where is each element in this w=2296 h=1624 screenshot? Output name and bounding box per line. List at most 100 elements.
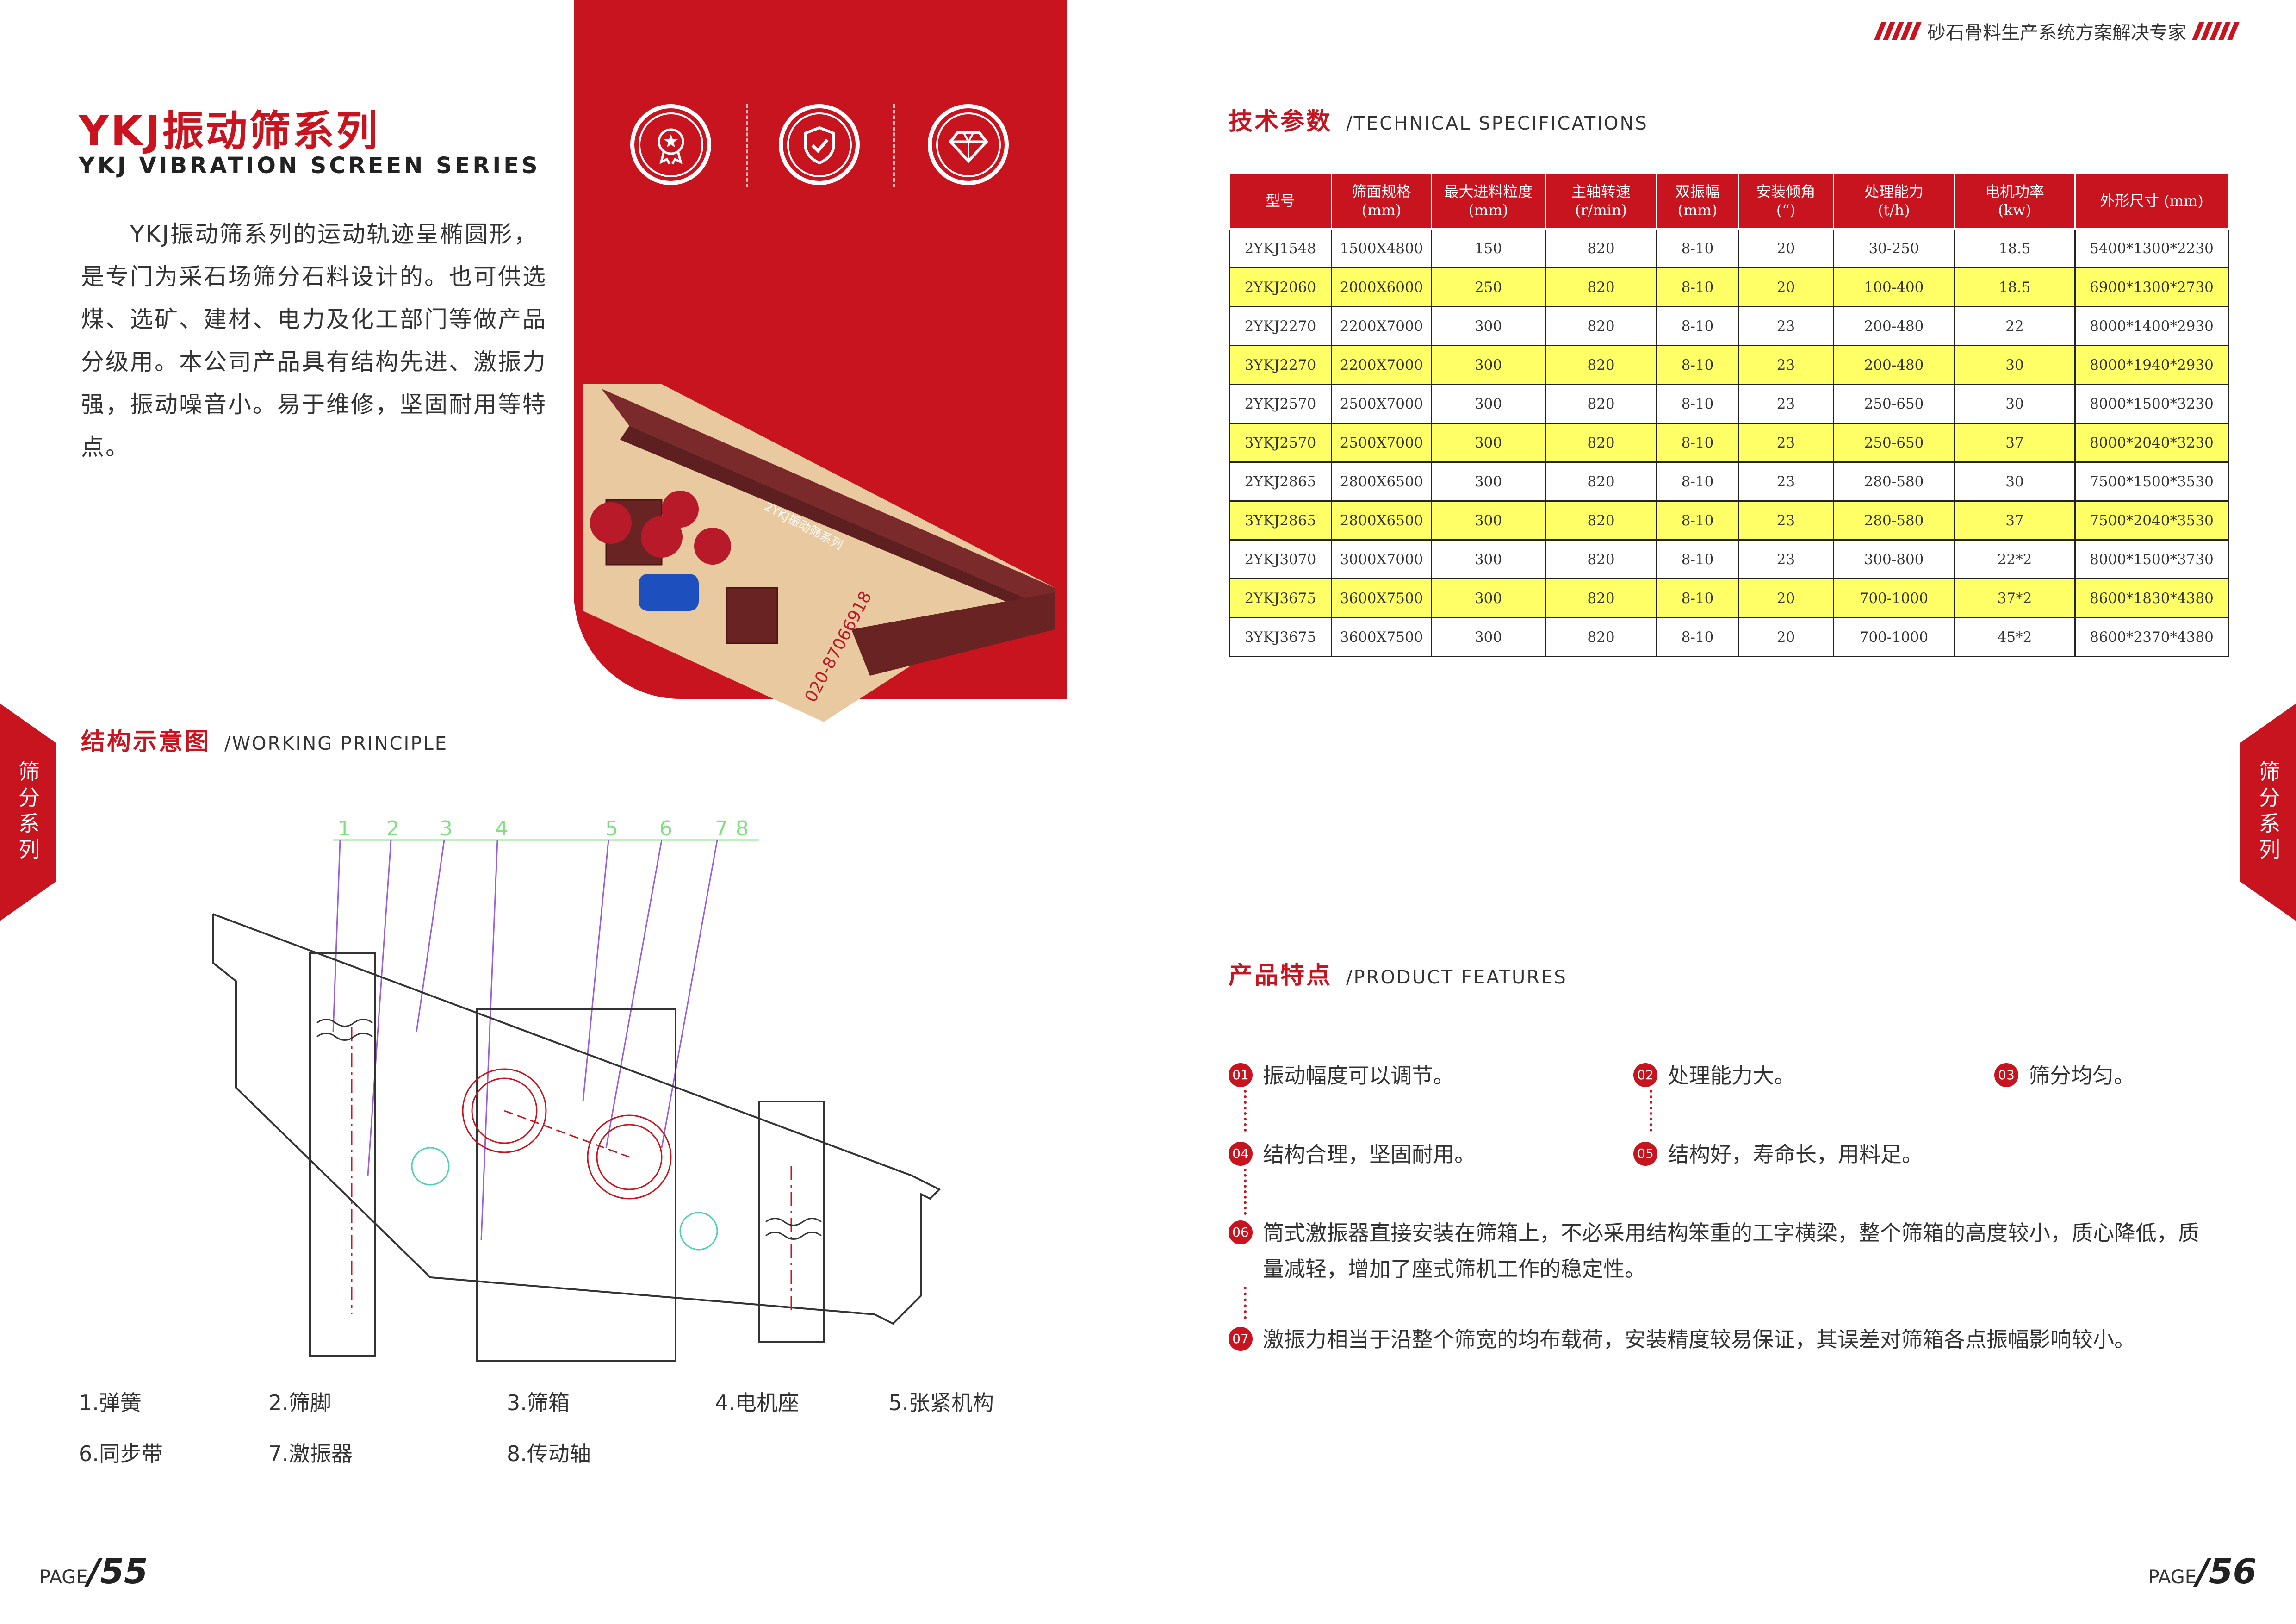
medal-icon: [630, 104, 711, 185]
header-cell: 外形尺寸 (mm): [2074, 172, 2229, 230]
table-cell: 3000X7000: [1331, 539, 1432, 579]
legend-item-5: 5.张紧机构: [888, 1390, 994, 1415]
side-tab-right: 筛分系列: [2240, 703, 2296, 921]
diagram-label-1: 1: [338, 817, 351, 840]
legend-item-1: 1.弹簧: [79, 1390, 142, 1415]
working-principle-heading: 结构示意图 /WORKING PRINCIPLE: [81, 728, 448, 756]
header-cell: 安装倾角(“): [1738, 172, 1834, 230]
diamond-icon: [928, 104, 1009, 185]
table-cell: 200-480: [1833, 345, 1955, 385]
icon-divider: [893, 104, 895, 187]
stripe-decoration: [2191, 22, 2240, 40]
table-cell: 300-800: [1833, 539, 1955, 579]
table-cell: 2800X6500: [1331, 500, 1432, 541]
table-cell: 820: [1545, 345, 1657, 385]
table-cell: 8-10: [1656, 539, 1739, 579]
legend-item-6: 6.同步带: [79, 1441, 163, 1466]
table-cell: 280-580: [1833, 461, 1955, 502]
header-cell: 型号: [1229, 172, 1332, 230]
table-cell: 30-250: [1833, 228, 1955, 268]
header-cell: 最大进料粒度(mm): [1431, 172, 1546, 230]
table-cell: 820: [1545, 578, 1657, 618]
header-cell: 电机功率(kw): [1954, 172, 2076, 230]
table-cell: 45*2: [1954, 617, 2076, 657]
table-cell: 8-10: [1656, 461, 1739, 502]
table-cell: 8-10: [1656, 306, 1739, 346]
table-cell: 8000*1500*3230: [2074, 384, 2229, 424]
table-cell: 8-10: [1656, 578, 1739, 618]
side-tab-left: 筛分系列: [0, 703, 56, 921]
diagram-label-2: 2: [386, 817, 399, 840]
table-cell: 700-1000: [1833, 617, 1955, 657]
table-cell: 280-580: [1833, 500, 1955, 541]
table-cell: 23: [1738, 384, 1834, 424]
header-cell: 主轴转速(r/min): [1545, 172, 1657, 230]
features-heading: 产品特点 /PRODUCT FEATURES: [1229, 962, 1567, 989]
table-cell: 300: [1431, 384, 1546, 424]
table-cell: 2YKJ1548: [1229, 228, 1332, 268]
table-cell: 820: [1545, 306, 1657, 346]
table-cell: 20: [1738, 228, 1834, 268]
header-cell: 筛面规格(mm): [1331, 172, 1432, 230]
icon-divider: [746, 104, 748, 187]
table-cell: 100-400: [1833, 267, 1955, 307]
table-cell: 2YKJ2865: [1229, 461, 1332, 502]
legend-item-8: 8.传动轴: [507, 1441, 591, 1466]
table-cell: 3YKJ2865: [1229, 500, 1332, 541]
table-cell: 30: [1954, 384, 2076, 424]
diagram-label-5: 5: [605, 817, 618, 840]
slogan: 砂石骨料生产系统方案解决专家: [1874, 18, 2240, 44]
table-cell: 820: [1545, 267, 1657, 307]
table-cell: 2000X6000: [1331, 267, 1432, 307]
table-cell: 23: [1738, 461, 1834, 502]
table-cell: 37: [1954, 500, 2076, 541]
page-subtitle: YKJ VIBRATION SCREEN SERIES: [79, 153, 540, 179]
table-cell: 2500X7000: [1331, 384, 1432, 424]
table-cell: 300: [1431, 345, 1546, 385]
table-cell: 8000*2040*3230: [2074, 423, 2229, 463]
slogan-text: 砂石骨料生产系统方案解决专家: [1927, 22, 2186, 44]
table-cell: 8-10: [1656, 345, 1739, 385]
diagram-label-4: 4: [495, 817, 508, 840]
intro-paragraph: YKJ振动筛系列的运动轨迹呈椭圆形，是专门为采石场筛分石料设计的。也可供选煤、选…: [81, 221, 547, 460]
table-cell: 20: [1738, 267, 1834, 307]
table-cell: 8000*1400*2930: [2074, 306, 2229, 346]
table-cell: 820: [1545, 384, 1657, 424]
table-cell: 1500X4800: [1331, 228, 1432, 268]
legend-item-2: 2.筛脚: [268, 1390, 331, 1415]
vibration-screen-machine-image: 020-87066918 2YKJ振动筛系列: [583, 384, 1055, 722]
diagram-label-6: 6: [659, 817, 672, 840]
spec-table: 型号 筛面规格(mm) 最大进料粒度(mm) 主轴转速(r/min) 双振幅(m…: [1229, 172, 2229, 657]
table-cell: 5400*1300*2230: [2074, 228, 2229, 268]
header-cell: 双振幅(mm): [1656, 172, 1739, 230]
legend-item-3: 3.筛箱: [507, 1390, 570, 1415]
table-cell: 8000*1940*2930: [2074, 345, 2229, 385]
table-cell: 2YKJ2060: [1229, 267, 1332, 307]
table-cell: 820: [1545, 617, 1657, 657]
table-cell: 20: [1738, 617, 1834, 657]
table-cell: 22*2: [1954, 539, 2076, 579]
spec-table-header: 型号 筛面规格(mm) 最大进料粒度(mm) 主轴转速(r/min) 双振幅(m…: [1229, 172, 2229, 230]
table-cell: 23: [1738, 345, 1834, 385]
table-cell: 3600X7500: [1331, 578, 1432, 618]
table-cell: 2200X7000: [1331, 306, 1432, 346]
table-cell: 23: [1738, 539, 1834, 579]
table-cell: 300: [1431, 306, 1546, 346]
table-cell: 820: [1545, 539, 1657, 579]
table-cell: 2YKJ3070: [1229, 539, 1332, 579]
stripe-decoration: [1874, 22, 1922, 40]
page-title: YKJ振动筛系列: [79, 107, 380, 156]
table-cell: 8-10: [1656, 384, 1739, 424]
